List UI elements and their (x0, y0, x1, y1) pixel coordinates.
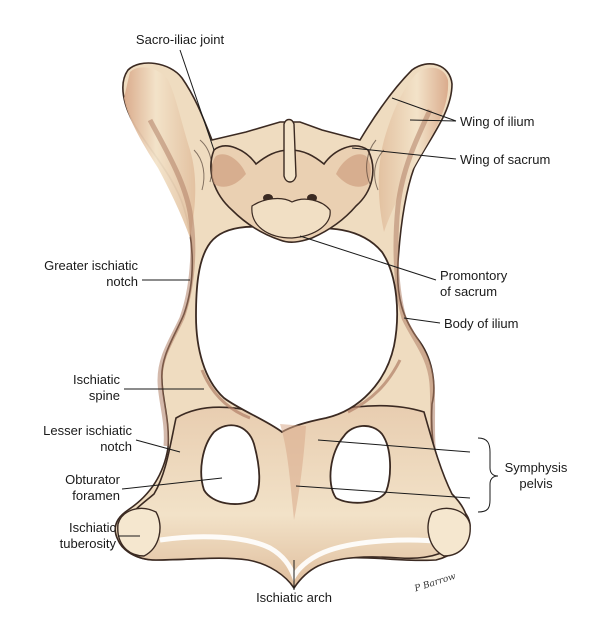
leader-lines (118, 49, 471, 590)
label-wing-of-sacrum: Wing of sacrum (460, 152, 551, 167)
label-ischiatic-spine-1: Ischiatic (73, 372, 120, 387)
leader-wing-sacrum (351, 147, 457, 160)
sacroiliac-texture-right (366, 139, 385, 191)
symphysis-shade (280, 424, 306, 520)
ischiatic-spine-left (200, 369, 251, 420)
left-wing-shade (124, 67, 196, 238)
leader-symphysis-b (295, 485, 471, 499)
label-obturator-foramen-1: Obturator (65, 472, 120, 487)
sacrum-wing-shade-left (211, 154, 246, 187)
ischiatic-spine-right (347, 359, 402, 414)
label-ischiatic-arch: Ischiatic arch (256, 590, 332, 605)
symphysis-bracket (477, 437, 499, 513)
label-greater-ischiatic-notch-2: notch (106, 274, 138, 289)
sacrum (210, 145, 374, 243)
obturator-foramen-left (200, 424, 261, 505)
sacral-spinous-process (283, 118, 297, 183)
ischiatic-tuberosity-left (117, 507, 161, 557)
label-greater-ischiatic-notch-1: Greater ischiatic (44, 258, 138, 273)
sacroiliac-texture-left (193, 139, 213, 191)
label-sacroiliac-joint: Sacro-iliac joint (135, 32, 225, 47)
leader-obturator (121, 477, 223, 490)
label-symphysis-pelvis-2: pelvis (519, 476, 553, 491)
ischiatic-tuberosity-right (427, 507, 471, 557)
label-symphysis-pelvis-1: Symphysis (504, 460, 568, 475)
label-ischiatic-tuberosity-1: Ischiatic (69, 520, 116, 535)
leader-promontory (299, 235, 437, 281)
label-wing-of-ilium: Wing of ilium (460, 114, 535, 129)
leader-symphysis-a (317, 439, 471, 453)
right-ilium-edge (393, 108, 439, 469)
sacral-body (251, 197, 331, 239)
label-lesser-ischiatic-notch-2: notch (100, 439, 132, 454)
label-body-of-ilium: Body of ilium (444, 316, 519, 331)
label-ischiatic-spine-2: spine (88, 388, 120, 403)
sacrum-wing-shade-right (336, 154, 371, 187)
label-ischiatic-tuberosity-2: tuberosity (59, 536, 116, 551)
leader-wing-ilium-a (391, 97, 457, 122)
label-promontory-1: Promontory (440, 268, 508, 283)
leader-lesser-notch (135, 439, 181, 453)
leader-sacroiliac (179, 49, 215, 151)
left-ilium-edge (147, 118, 196, 447)
leader-body-ilium (403, 317, 441, 324)
label-obturator-foramen-2: foramen (72, 488, 120, 503)
label-lesser-ischiatic-notch-1: Lesser ischiatic (43, 423, 132, 438)
leader-wing-ilium-b (409, 119, 457, 122)
label-promontory-2: of sacrum (440, 284, 498, 299)
